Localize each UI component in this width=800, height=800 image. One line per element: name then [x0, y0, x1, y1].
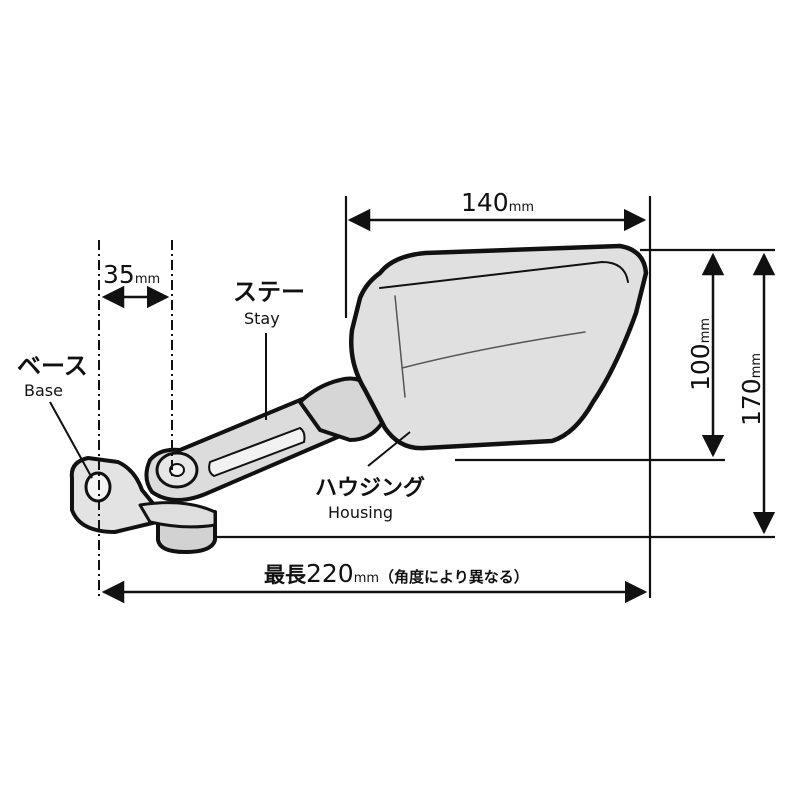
reference-lines: [98, 196, 775, 600]
housing-leader: [367, 431, 411, 467]
stay-arm-slot: [208, 427, 306, 477]
mirror-illustration: [69, 243, 649, 554]
dim-35-label: 35mm: [103, 260, 160, 289]
dim-220-label: 最長220mm（角度により異なる）: [264, 559, 529, 588]
housing-label-en: Housing: [328, 503, 393, 522]
base-label-jp: ベース: [17, 352, 88, 380]
dim-140-label: 140mm: [461, 188, 534, 217]
dim-100-label: 100mm: [686, 318, 715, 391]
stay-label-en: Stay: [244, 309, 280, 328]
base-leader: [49, 401, 93, 479]
leader-lines: [49, 333, 411, 479]
stay-label-jp: ステー: [233, 278, 305, 306]
dimension-arrows: [101, 208, 776, 604]
stay-pivot-bolt: [169, 463, 185, 477]
base-label-en: Base: [24, 381, 63, 400]
dim-170-label: 170mm: [737, 353, 766, 426]
housing-label-jp: ハウジング: [315, 475, 425, 501]
